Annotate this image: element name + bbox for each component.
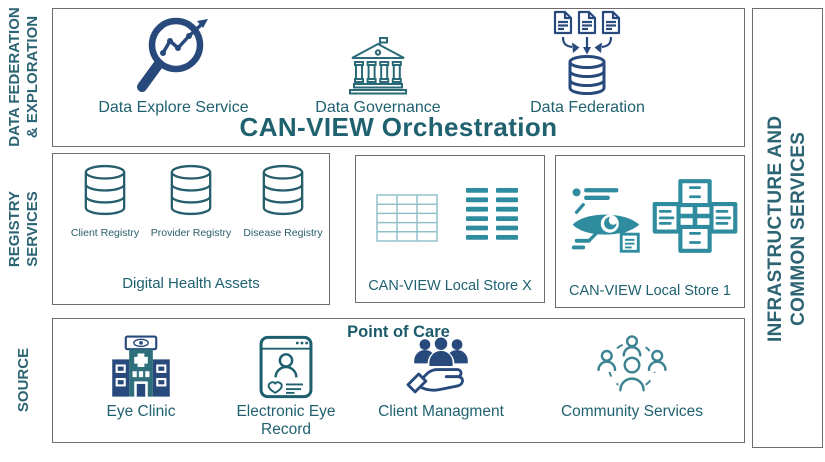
rail-label-line: SERVICES — [24, 191, 41, 267]
electronic-eye-record-item: Electronic Eye Record — [211, 333, 361, 439]
point-of-care-title: Point of Care — [347, 323, 450, 341]
rail-label-line: COMMON SERVICES — [788, 131, 809, 326]
item-label: Data Explore Service — [98, 99, 249, 116]
item-label: Disease Registry — [243, 227, 323, 239]
digital-health-assets-label: Digital Health Assets — [122, 275, 260, 292]
rail-label-registry-services: REGISTRY SERVICES — [6, 169, 42, 289]
electronic-record-icon — [258, 333, 314, 399]
item-label: Client Registry — [70, 227, 140, 239]
orchestration-box: Data Explore Service — [52, 8, 745, 147]
database-icon — [168, 164, 214, 221]
record-lists-icon — [466, 188, 518, 251]
data-explore-service-item: Data Explore Service — [71, 14, 276, 117]
eye-clinic-icon — [108, 333, 174, 399]
orchestration-title: CAN-VIEW Orchestration — [239, 112, 558, 142]
community-services-icon — [595, 333, 669, 399]
item-label: Client Managment — [378, 403, 504, 420]
item-label: Data Federation — [530, 99, 645, 116]
item-label: Provider Registry — [150, 227, 232, 239]
item-label: Electronic Eye Record — [236, 403, 336, 438]
item-label: Data Governance — [315, 99, 441, 116]
digital-health-assets-box: Client Registry Provider Registry — [52, 153, 330, 305]
rail-label-line: DATA FEDERATION — [6, 7, 23, 147]
item-label: Eye Clinic — [106, 403, 176, 420]
rail-label-data-federation-exploration: DATA FEDERATION & EXPLORATION — [6, 2, 42, 152]
client-registry-item: Client Registry — [59, 164, 151, 240]
database-icon — [260, 164, 306, 221]
provider-registry-item: Provider Registry — [145, 164, 237, 240]
magnifier-chart-icon — [134, 14, 214, 96]
database-icon — [82, 164, 128, 221]
client-management-item: Client Managment — [366, 333, 516, 421]
server-cluster-icon — [652, 178, 738, 259]
community-services-item: Community Services — [557, 333, 707, 421]
rail-label-infrastructure: INFRASTRUCTURE AND COMMON SERVICES — [765, 79, 811, 379]
local-store-x-label: CAN-VIEW Local Store X — [368, 278, 532, 294]
item-label: Community Services — [560, 403, 704, 420]
local-store-x-box: CAN-VIEW Local Store X — [355, 155, 545, 303]
point-of-care-box: Point of Care — [52, 318, 745, 443]
local-store-1-box: CAN-VIEW Local Store 1 — [555, 155, 745, 308]
rail-label-source: SOURCE — [15, 330, 33, 430]
client-management-icon — [405, 333, 477, 399]
rail-label-line: SOURCE — [15, 347, 32, 413]
governance-bank-icon — [347, 14, 409, 96]
local-store-1-label: CAN-VIEW Local Store 1 — [569, 283, 731, 299]
rail-label-line: REGISTRY — [6, 190, 23, 268]
documents-to-database-icon — [542, 10, 634, 96]
rail-label-line: & EXPLORATION — [24, 15, 41, 139]
infrastructure-box: INFRASTRUCTURE AND COMMON SERVICES — [752, 8, 823, 448]
eye-exam-icon — [568, 182, 644, 259]
eye-clinic-item: Eye Clinic — [66, 333, 216, 421]
data-federation-item: Data Federation — [485, 10, 690, 117]
data-table-icon — [376, 194, 438, 247]
data-governance-item: Data Governance — [278, 14, 478, 117]
rail-label-line: INFRASTRUCTURE AND — [765, 115, 787, 342]
disease-registry-item: Disease Registry — [235, 164, 331, 240]
